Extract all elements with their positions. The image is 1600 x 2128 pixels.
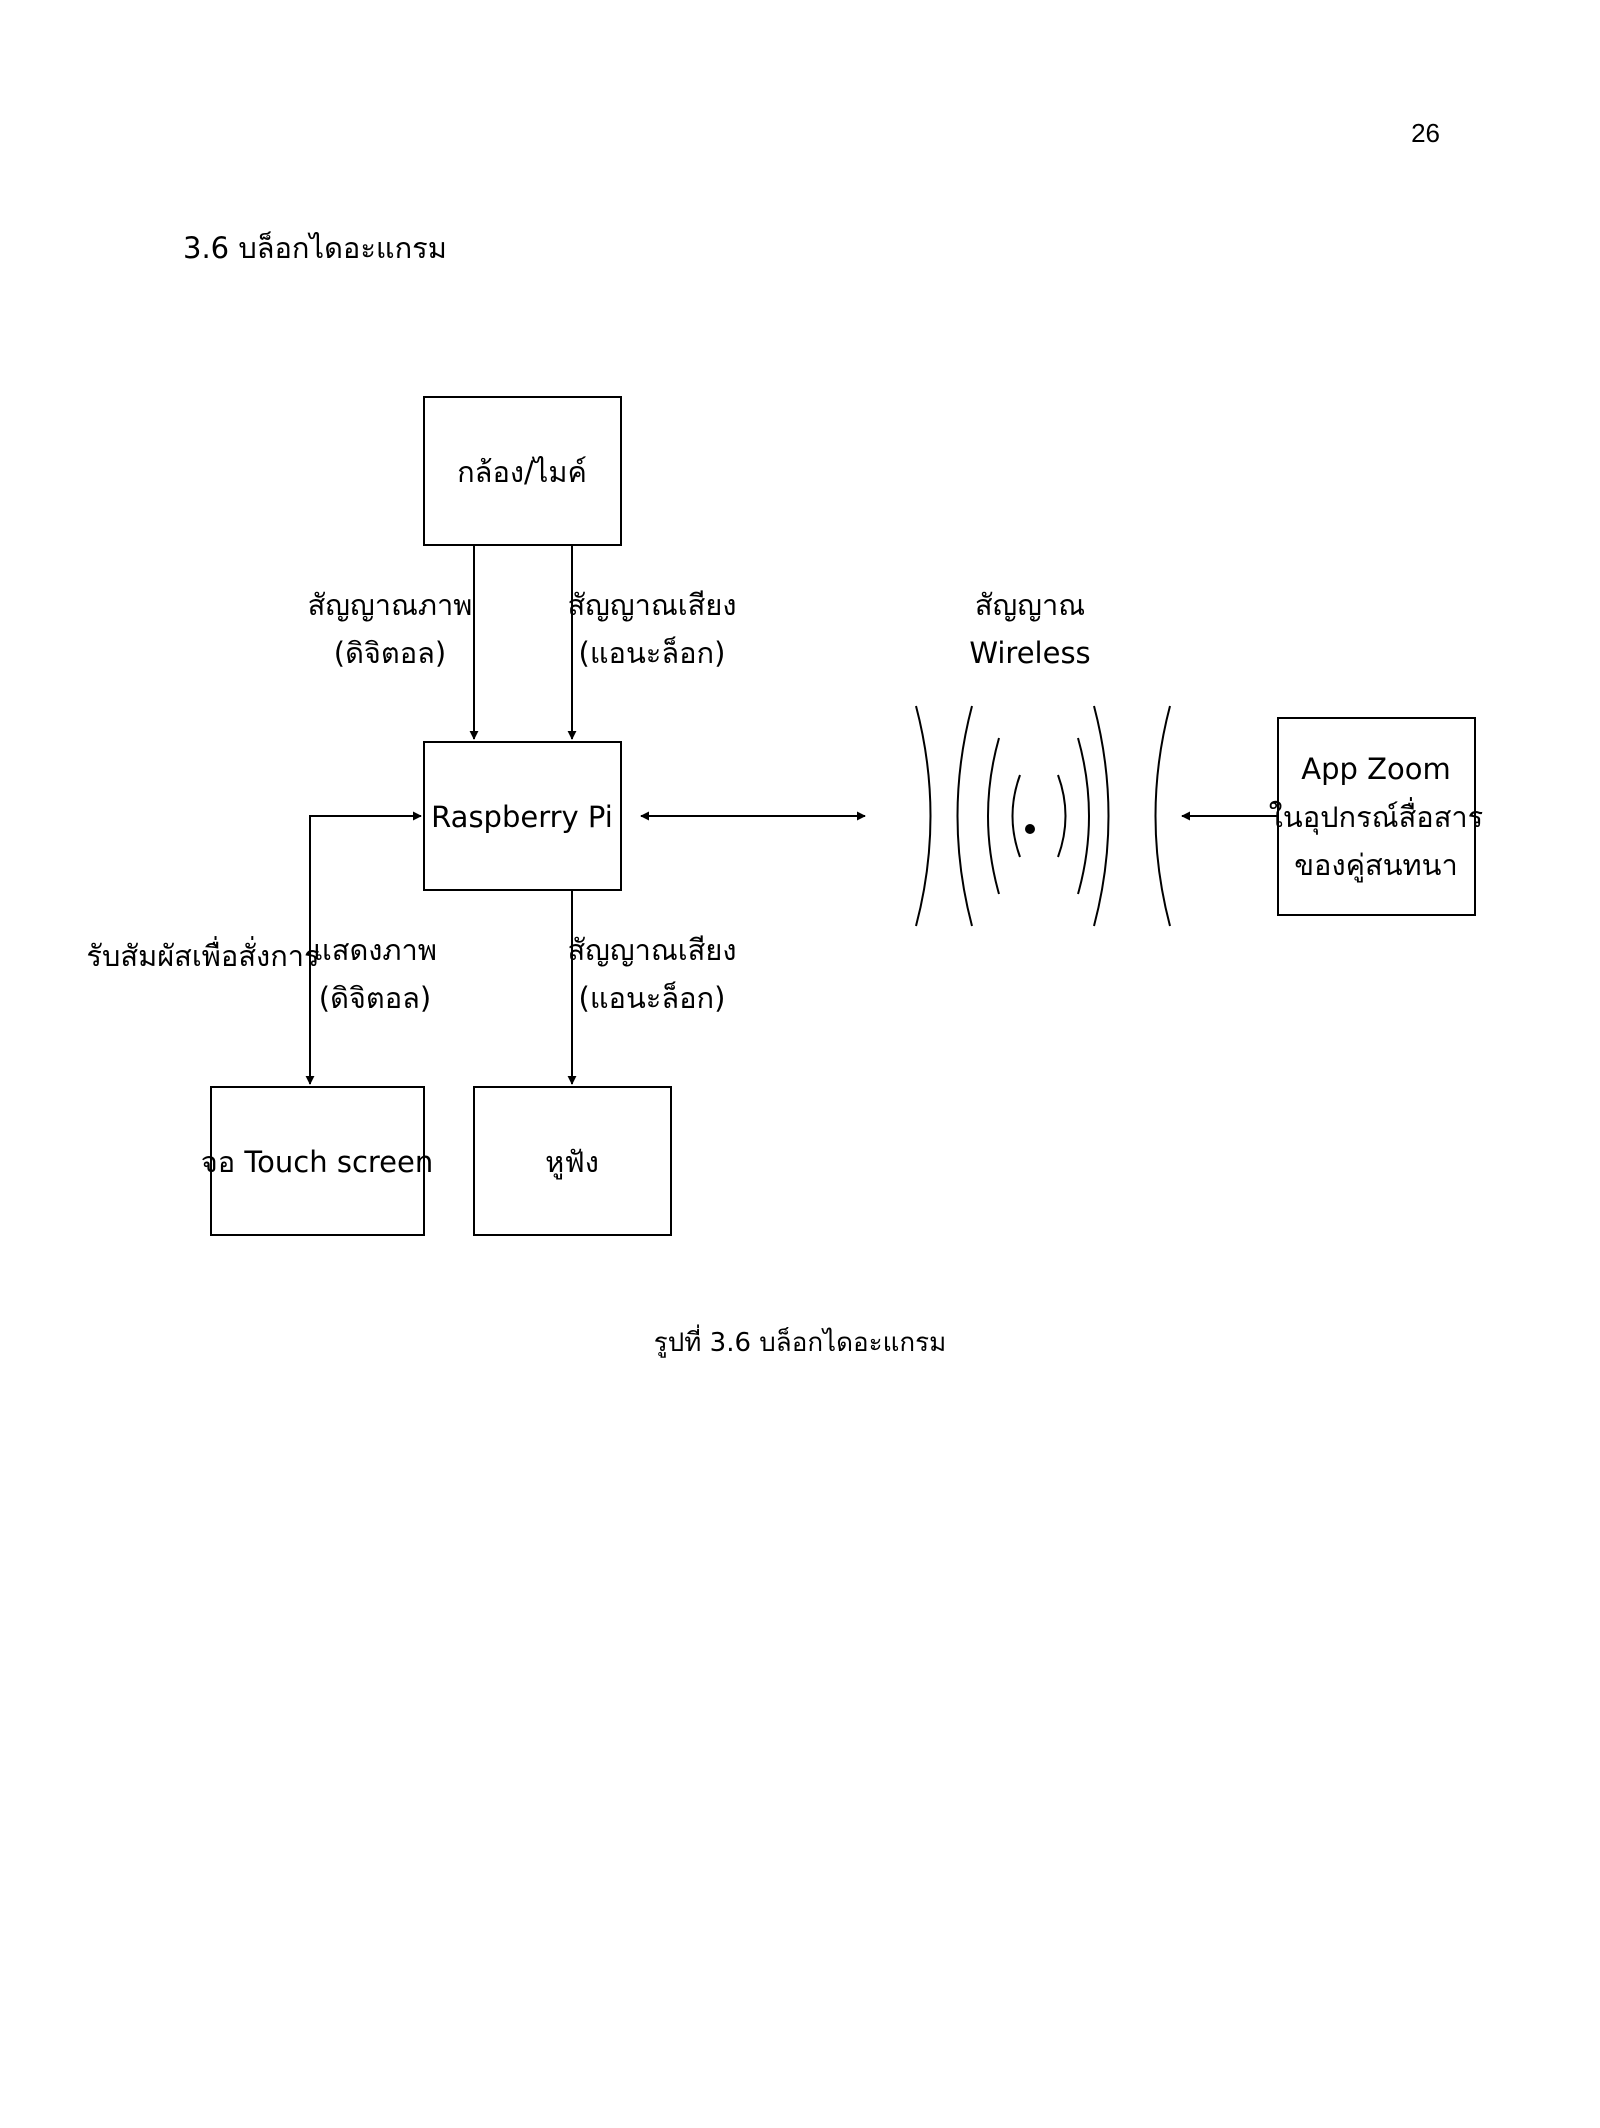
audio-in-label-line1: สัญญาณเสียง <box>567 588 736 622</box>
audio-out-label-line1: สัญญาณเสียง <box>567 933 736 967</box>
section-heading: 3.6 บล็อกไดอะแกรม <box>183 231 447 265</box>
wireless-signal-icon <box>915 705 1171 927</box>
audio-in-label-line2: (แอนะล็อก) <box>579 635 726 670</box>
headphones-box <box>473 1086 672 1236</box>
display-image-label-line2: (ดิจิตอล) <box>319 981 431 1015</box>
app-zoom-label-line1: App Zoom <box>1301 752 1450 786</box>
raspberry-pi-box <box>423 741 622 891</box>
camera-mic-box <box>423 396 622 546</box>
figure-caption: รูปที่ 3.6 บล็อกไดอะแกรม <box>653 1328 947 1358</box>
page-number: 26 <box>1411 118 1440 148</box>
camera-mic-label: กล้อง/ไมค์ <box>457 455 587 489</box>
touch-display-arrow <box>305 811 422 1085</box>
wireless-label-line2: Wireless <box>969 636 1090 670</box>
wireless-center-dot <box>1025 824 1035 834</box>
display-image-label-line1: แสดงภาพ <box>313 933 437 967</box>
video-signal-label-line2: (ดิจิตอล) <box>334 636 446 670</box>
touch-command-label: รับสัมผัสเพื่อสั่งการ <box>86 936 319 973</box>
touch-screen-label: จอ Touch screen <box>201 1145 433 1179</box>
raspberry-pi-label: Raspberry Pi <box>431 800 613 834</box>
headphones-label: หูฟัง <box>545 1145 599 1180</box>
app-zoom-label-line3: ของคู่สนทนา <box>1294 848 1458 883</box>
video-signal-label-line1: สัญญาณภาพ <box>308 588 473 622</box>
app-zoom-label-line2: ในอุปกรณ์สื่อสาร <box>1269 797 1484 835</box>
wireless-label-line1: สัญญาณ <box>975 588 1085 622</box>
audio-out-label-line2: (แอนะล็อก) <box>579 980 726 1015</box>
touch-screen-box <box>210 1086 425 1236</box>
